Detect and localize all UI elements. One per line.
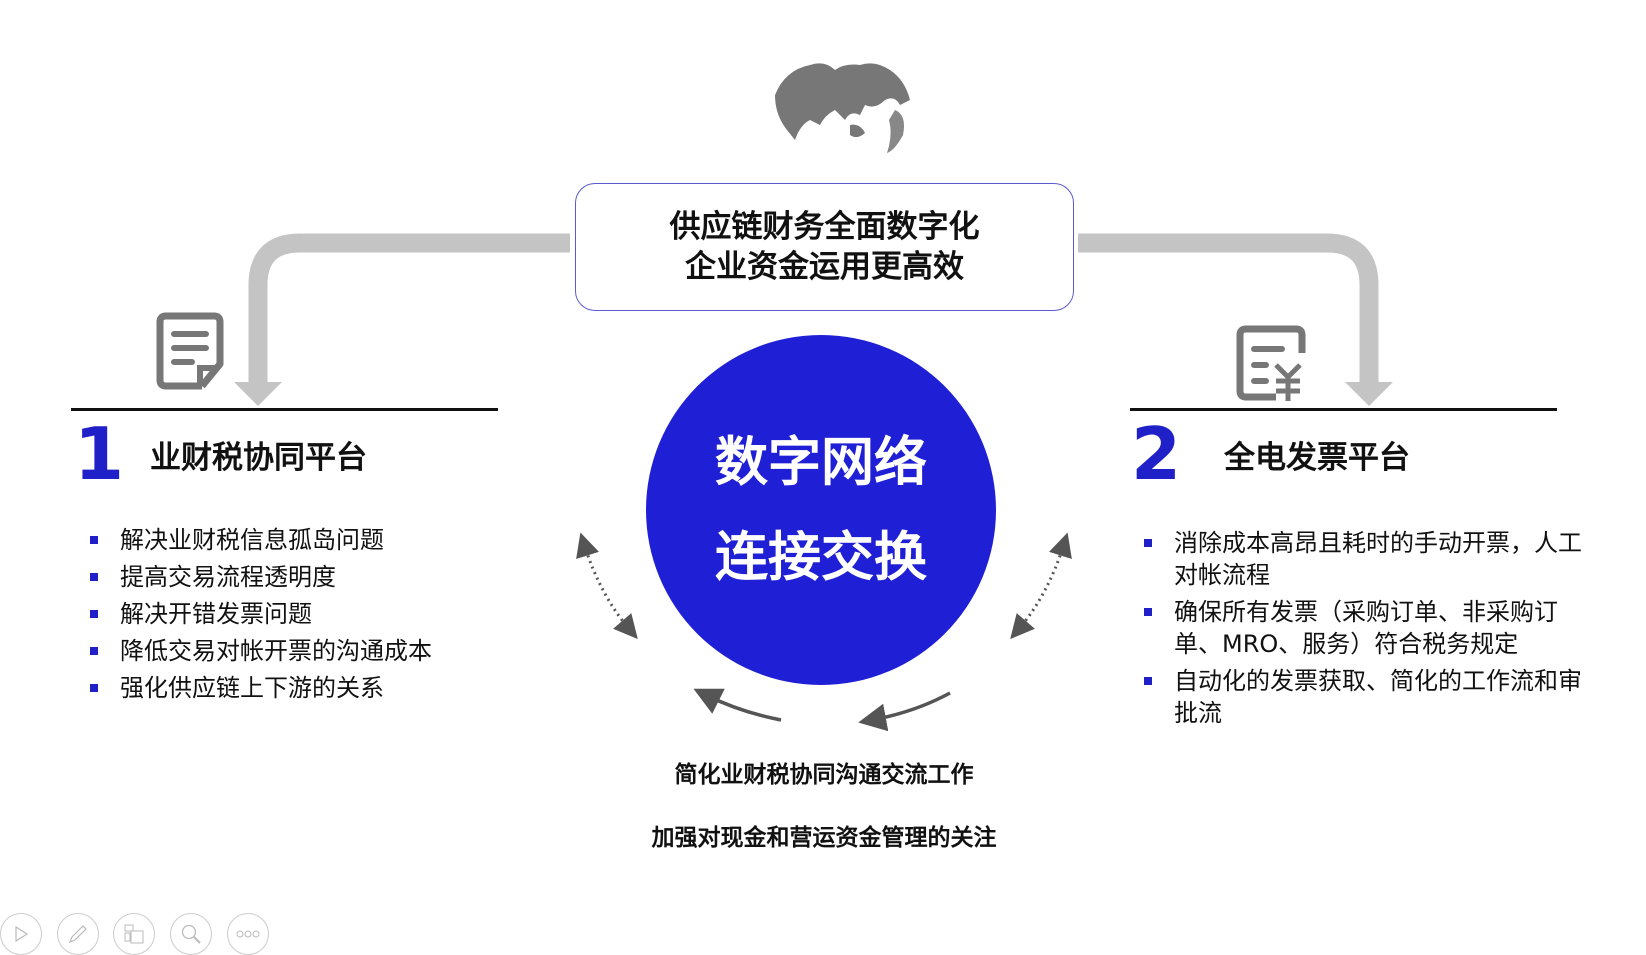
more-button[interactable] bbox=[227, 913, 269, 955]
list-item: 降低交易对帐开票的沟通成本 bbox=[90, 635, 432, 667]
document-icon bbox=[156, 312, 224, 390]
list-item: 强化供应链上下游的关系 bbox=[90, 672, 432, 704]
zoom-button[interactable] bbox=[170, 913, 212, 955]
bottom-right-curved-arrow bbox=[858, 691, 951, 732]
list-item: 提高交易流程透明度 bbox=[90, 561, 432, 593]
left-gray-arrow bbox=[248, 233, 570, 385]
left-title: 业财税协同平台 bbox=[150, 440, 367, 476]
left-divider bbox=[71, 408, 498, 411]
circle-line-1: 数字网络 bbox=[715, 432, 927, 493]
invoice-yen-icon bbox=[1236, 325, 1306, 401]
left-arrowhead bbox=[234, 382, 282, 406]
more-icon bbox=[236, 930, 260, 938]
banner-line-2: 企业资金运用更高效 bbox=[685, 249, 964, 285]
right-title: 全电发票平台 bbox=[1224, 440, 1410, 476]
list-item: 消除成本高昂且耗时的手动开票，人工对帐流程 bbox=[1144, 527, 1599, 591]
slides-icon bbox=[124, 924, 144, 944]
globe-icon bbox=[775, 63, 910, 153]
right-number: 2 bbox=[1131, 412, 1182, 496]
right-gray-arrow bbox=[1078, 233, 1379, 385]
bottom-line-1: 简化业财税协同沟通交流工作 bbox=[674, 762, 974, 788]
play-button[interactable] bbox=[0, 913, 42, 955]
bottom-line-2: 加强对现金和营运资金管理的关注 bbox=[651, 825, 997, 851]
zoom-icon bbox=[181, 924, 201, 944]
left-dotted-arrow bbox=[576, 532, 638, 640]
pen-icon bbox=[68, 925, 87, 944]
right-arrowhead bbox=[1345, 382, 1393, 406]
left-number: 1 bbox=[74, 412, 125, 496]
center-circle: 数字网络 连接交换 bbox=[646, 335, 996, 685]
pen-button[interactable] bbox=[57, 913, 99, 955]
slides-button[interactable] bbox=[113, 913, 155, 955]
list-item: 解决业财税信息孤岛问题 bbox=[90, 524, 432, 556]
list-item: 解决开错发票问题 bbox=[90, 598, 432, 630]
list-item: 自动化的发票获取、简化的工作流和审批流 bbox=[1144, 665, 1599, 729]
circle-line-2: 连接交换 bbox=[715, 527, 927, 588]
right-dotted-arrow bbox=[1010, 532, 1072, 640]
top-banner: 供应链财务全面数字化 企业资金运用更高效 bbox=[575, 183, 1074, 311]
right-divider bbox=[1130, 408, 1557, 411]
list-item: 确保所有发票（采购订单、非采购订单、MRO、服务）符合税务规定 bbox=[1144, 596, 1599, 660]
play-icon bbox=[15, 925, 29, 943]
left-bullet-list: 解决业财税信息孤岛问题 提高交易流程透明度 解决开错发票问题 降低交易对帐开票的… bbox=[90, 524, 432, 709]
right-bullet-list: 消除成本高昂且耗时的手动开票，人工对帐流程 确保所有发票（采购订单、非采购订单、… bbox=[1144, 527, 1599, 734]
bottom-left-curved-arrow bbox=[693, 688, 782, 722]
banner-line-1: 供应链财务全面数字化 bbox=[669, 209, 980, 245]
